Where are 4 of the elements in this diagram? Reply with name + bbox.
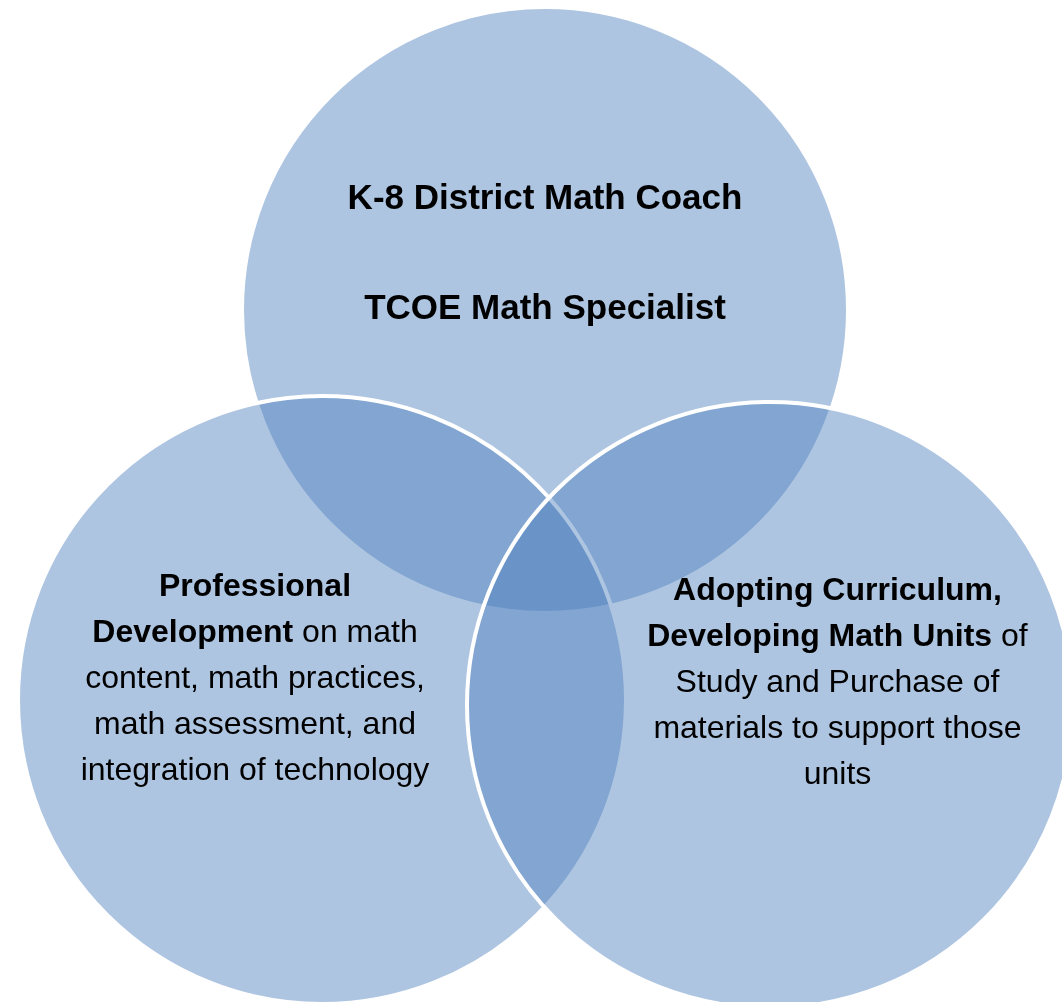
- circle-text: Professional Development on math content, math practices, math assessment, and integration of technology: [79, 566, 431, 789]
- circle-heading: TCOE Math Specialist: [363, 286, 727, 328]
- circle-heading: K-8 District Math Coach: [346, 176, 744, 218]
- circle-text: Adopting Curriculum, Developing Math Units of Study and Purchase of materials to support those units: [646, 570, 1029, 793]
